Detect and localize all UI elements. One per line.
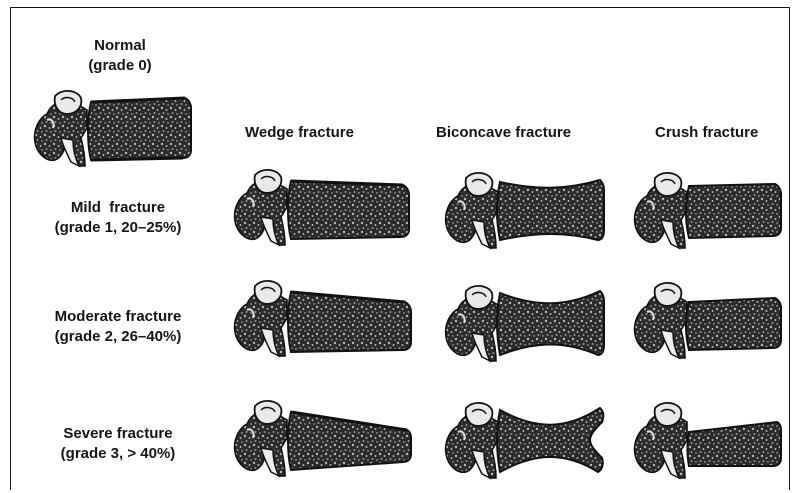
vertebra-severe-biconcave: [436, 400, 608, 480]
column-header-biconcave: Biconcave fracture: [436, 124, 571, 141]
vertebra-severe-wedge: [225, 398, 415, 482]
row-label-mild: Mild fracture (grade 1, 20–25%): [18, 198, 218, 238]
column-header-crush: Crush fracture: [655, 124, 758, 141]
vertebra-severe-crush: [625, 400, 785, 480]
vertebra-mild-wedge: [225, 167, 415, 257]
row-label-moderate-line2: (grade 2, 26–40%): [18, 327, 218, 347]
vertebra-normal: [25, 88, 197, 178]
vertebra-moderate-crush: [625, 280, 785, 364]
vertebra-mild-biconcave: [436, 170, 608, 250]
row-label-mild-line2: (grade 1, 20–25%): [18, 218, 218, 238]
normal-label-line1: Normal: [70, 36, 170, 56]
row-label-severe: Severe fracture (grade 3, > 40%): [18, 424, 218, 464]
vertebra-mild-crush: [625, 170, 785, 250]
normal-label-line2: (grade 0): [70, 56, 170, 76]
row-label-severe-line2: (grade 3, > 40%): [18, 444, 218, 464]
column-header-wedge: Wedge fracture: [245, 124, 354, 141]
row-label-moderate-line1: Moderate fracture: [18, 307, 218, 327]
vertebra-moderate-biconcave: [436, 283, 608, 363]
row-label-severe-line1: Severe fracture: [18, 424, 218, 444]
vertebra-moderate-wedge: [225, 278, 415, 368]
row-label-mild-line1: Mild fracture: [18, 198, 218, 218]
normal-label: Normal (grade 0): [70, 36, 170, 76]
row-label-moderate: Moderate fracture (grade 2, 26–40%): [18, 307, 218, 347]
